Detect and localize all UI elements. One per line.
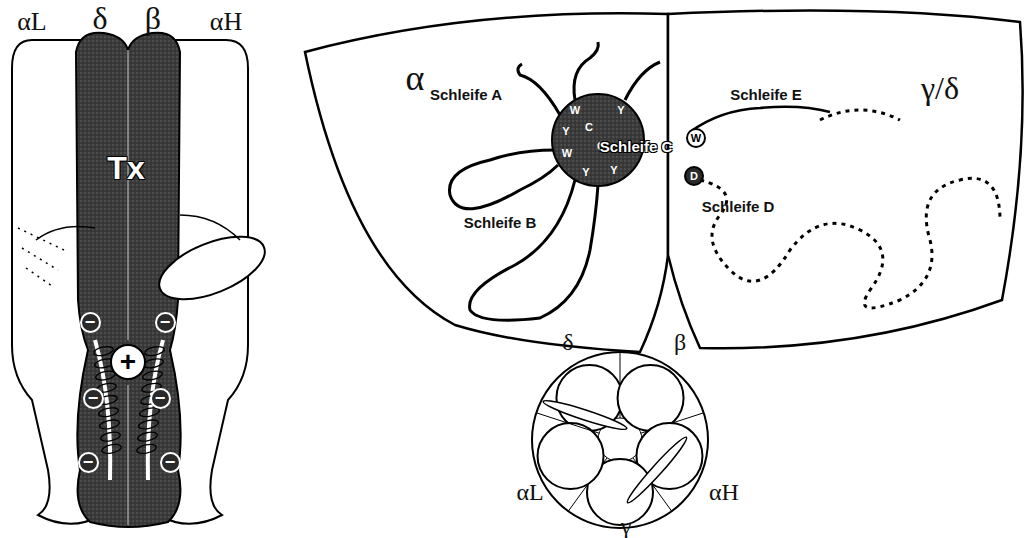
drawing-ellipse [98, 406, 119, 418]
node-text: − [155, 389, 166, 407]
subunit-label: αL [17, 9, 47, 35]
drawing-path [450, 150, 559, 209]
pentamer-subunits [536, 352, 703, 525]
node-text: Y [562, 126, 569, 137]
node-text: − [165, 453, 176, 471]
node-text: Schleife D [702, 199, 775, 214]
node-text: W [570, 105, 580, 116]
node-text: − [83, 453, 94, 471]
subunit-label: αL [516, 480, 543, 504]
drawing-path [36, 227, 95, 241]
node-text: − [160, 313, 171, 331]
drawing-path [690, 107, 830, 132]
node-text: Schleife A [430, 87, 502, 102]
drawing-ellipse [138, 418, 159, 430]
subunit-pair [305, 10, 1023, 352]
subunit-gamma-delta: γ/δ Schleife E Schleife D W D [668, 8, 1028, 353]
charge-circle: − [155, 312, 176, 333]
charge-circle: − [160, 452, 181, 473]
drawing-path [18, 228, 64, 286]
drawing-ellipse [151, 224, 274, 312]
drawing-path [700, 178, 1000, 308]
toxin-receptor-body: Tx − − + − − − − [74, 32, 182, 526]
residue-circle: D [684, 166, 704, 186]
node-text: α [406, 60, 425, 96]
charge-circle: − [83, 388, 104, 409]
drawing-ellipse [624, 434, 690, 506]
drawing-circle [532, 352, 708, 528]
drawing-ellipse [136, 443, 157, 455]
subunit-label: δ [562, 330, 573, 354]
node-text: W [691, 133, 701, 144]
node-text: Y [610, 165, 617, 176]
drawing-circle [538, 423, 604, 489]
drawing-circle [618, 365, 684, 431]
drawing-ellipse [143, 357, 164, 369]
node-text: Schleife B [464, 215, 537, 230]
drawing-path [668, 10, 1023, 348]
subunit-label: δ [92, 2, 107, 34]
drawing-path [625, 62, 660, 100]
node-text: C [585, 122, 593, 133]
subunit-label: αH [210, 9, 242, 35]
node-text: − [88, 389, 99, 407]
charge-circle: + [110, 344, 146, 380]
drawing-path [518, 64, 560, 115]
node-text: W [562, 148, 572, 159]
subunit-label: γ [621, 514, 632, 538]
node-text: Y [582, 167, 589, 178]
drawing-line [127, 50, 129, 340]
node-text: − [85, 313, 96, 331]
node-text: γ/δ [921, 72, 959, 104]
charge-circle: − [80, 312, 101, 333]
binding-site: WYYCCWYYSchleife C [552, 94, 644, 186]
subunit-label: β [674, 330, 686, 354]
drawing-ellipse [142, 370, 163, 382]
receptor-side-view [12, 33, 273, 527]
node-text: + [120, 348, 136, 376]
drawing-ellipse [101, 443, 122, 455]
charge-circle: − [78, 452, 99, 473]
drawing-line [127, 385, 129, 525]
drawing-path [574, 42, 598, 100]
drawing-path [305, 13, 668, 352]
drawing-ellipse [137, 431, 158, 443]
pentamer-top-view [532, 352, 708, 528]
drawing-ellipse [100, 431, 121, 443]
drawing-path [470, 180, 598, 320]
subunit-alpha: αSchleife ASchleife BWYYCCWYYSchleife C [290, 8, 670, 358]
drawing-ellipse [144, 345, 165, 357]
drawing-path [180, 215, 240, 240]
drawing-path [820, 110, 900, 120]
node-text: D [690, 171, 698, 182]
node-text: Schleife E [730, 87, 802, 102]
node-text: Schleife C [600, 139, 673, 154]
charge-circle: − [150, 388, 171, 409]
drawing-ellipse [542, 397, 629, 434]
subunit-label: β [145, 2, 161, 34]
node-text: Tx [107, 152, 144, 184]
subunit-label: αH [709, 480, 739, 504]
drawing-ellipse [99, 418, 120, 430]
node-text: Y [617, 105, 624, 116]
residue-circle: W [686, 128, 706, 148]
